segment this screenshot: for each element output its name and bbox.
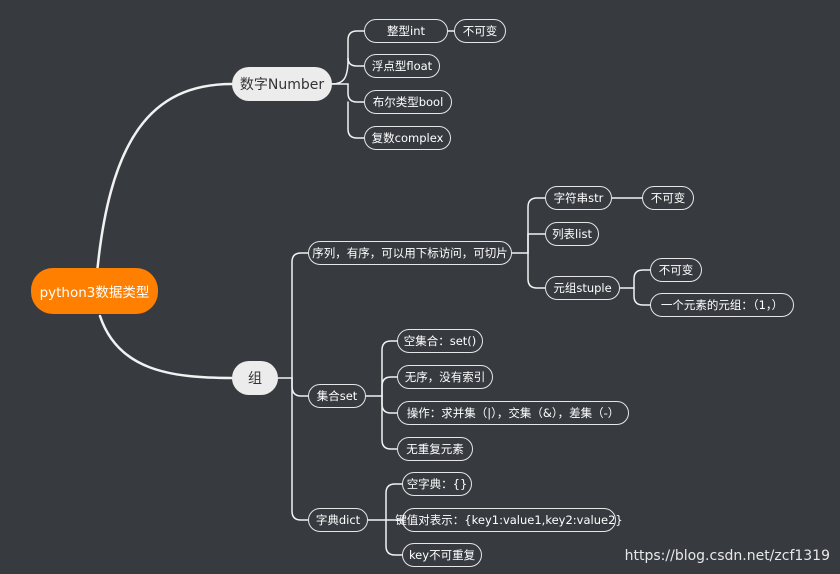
empty-set-node[interactable]: 空集合：set() (397, 329, 483, 353)
bool-node[interactable]: 布尔类型bool (364, 90, 452, 114)
root-node[interactable]: python3数据类型 (31, 268, 158, 314)
number-node[interactable]: 数字Number (232, 67, 332, 101)
tuple-node[interactable]: 元组stuple (545, 276, 620, 300)
int-immutable-note[interactable]: 不可变 (454, 19, 506, 43)
str-immutable-note[interactable]: 不可变 (642, 186, 694, 210)
group-node[interactable]: 组 (232, 361, 278, 395)
unique-keys-node[interactable]: key不可重复 (402, 543, 482, 567)
float-node[interactable]: 浮点型float (364, 54, 440, 78)
str-node[interactable]: 字符串str (545, 186, 612, 210)
complex-node[interactable]: 复数complex (364, 126, 451, 150)
key-value-node[interactable]: 键值对表示：{key1:value1,key2:value2} (395, 508, 623, 532)
empty-dict-node[interactable]: 空字典：{} (402, 472, 472, 496)
no-duplicates-node[interactable]: 无重复元素 (397, 437, 473, 461)
watermark: https://blog.csdn.net/zcf1319 (624, 548, 830, 564)
tuple-immutable-note[interactable]: 不可变 (650, 258, 702, 282)
set-operations-node[interactable]: 操作：求并集（|），交集（&），差集（-） (397, 401, 629, 425)
sequence-node[interactable]: 序列，有序，可以用下标访问，可切片 (308, 241, 512, 265)
tuple-single-element-note[interactable]: 一个元素的元组：（1，） (650, 293, 794, 317)
list-node[interactable]: 列表list (545, 222, 599, 246)
dict-node[interactable]: 字典dict (308, 508, 368, 532)
set-node[interactable]: 集合set (308, 384, 366, 408)
int-node[interactable]: 整型int (364, 19, 448, 43)
unordered-set-node[interactable]: 无序，没有索引 (397, 365, 493, 389)
